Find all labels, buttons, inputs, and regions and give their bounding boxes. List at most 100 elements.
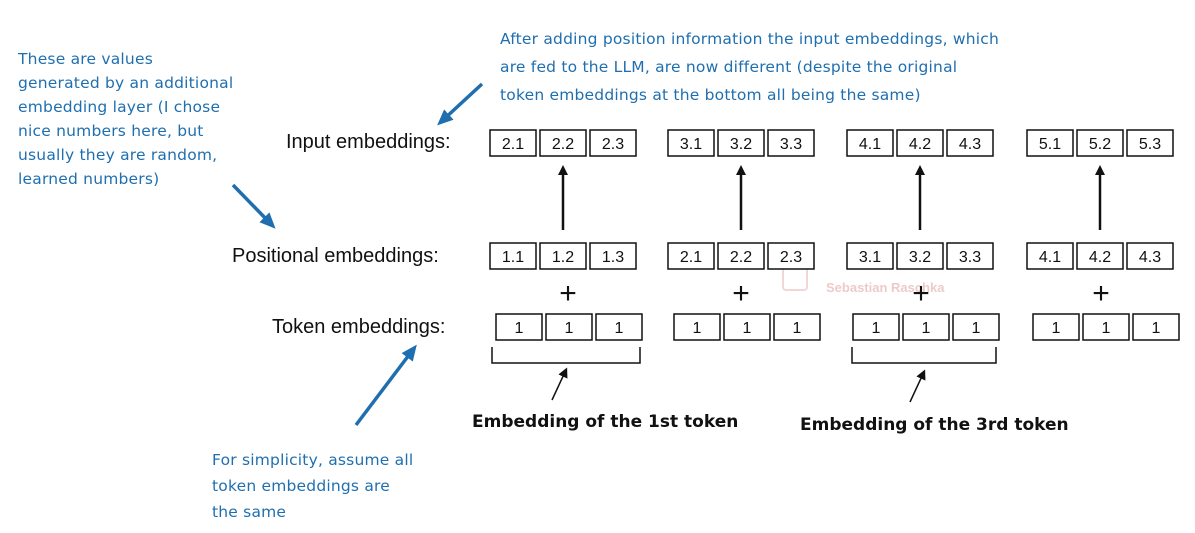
positional-embedding-value: 1.1 [502,249,524,266]
input-embedding-value: 5.1 [1039,136,1061,153]
token-embedding-cell [1082,313,1130,341]
input-embedding-cell [946,129,994,157]
positional-embedding-cell [1126,242,1174,270]
token-embedding-value: 1 [693,320,702,337]
token-embedding-value: 1 [793,320,802,337]
input-embedding-cell [1026,129,1074,157]
positional-embedding-cell [717,242,765,270]
token-embedding-cell [495,313,543,341]
positional-embedding-value: 4.3 [1139,249,1161,266]
caption-third-token: Embedding of the 3rd token [800,415,1069,435]
positional-note-line: nice numbers here, but [18,122,204,140]
token-embedding-value: 1 [872,320,881,337]
input-embedding-cell [767,129,815,157]
positional-note-arrow [231,183,276,229]
plus-sign: + [559,277,577,310]
token-embedding-cell [852,313,900,341]
input-embedding-value: 4.2 [909,136,931,153]
plus-sign: + [1092,277,1110,310]
input-note-line: token embeddings at the bottom all being… [500,86,921,104]
input-embedding-cell [539,129,587,157]
input-embedding-value: 2.2 [552,136,574,153]
plus-sign: + [732,277,750,310]
positional-note-line: embedding layer (I chose [18,98,221,116]
positional-embedding-value: 1.2 [552,249,574,266]
positional-embedding-cell [1076,242,1124,270]
positional-embedding-cell [667,242,715,270]
positional-embedding-value: 2.1 [680,249,702,266]
positional-embedding-cell [896,242,944,270]
positional-embedding-cell [589,242,637,270]
input-embedding-cell [846,129,894,157]
positional-embedding-value: 3.2 [909,249,931,266]
input-note: After adding position information the in… [500,25,999,109]
positional-note-line: usually they are random, [18,146,218,164]
positional-embedding-value: 3.1 [859,249,881,266]
token-embedding-value: 1 [1152,320,1161,337]
sum-arrows [558,165,1105,230]
positional-embedding-value: 4.1 [1039,249,1061,266]
input-embedding-value: 3.3 [780,136,802,153]
embedding-grid: 2.1 2.2 2.3 3.1 3.2 3.3 4.1 4.2 4.3 5.1 5.2 5.3 1.1 1… [489,129,1180,341]
caption-arrow-first [551,367,568,401]
positional-embedding-cell [539,242,587,270]
token-embedding-value: 1 [565,320,574,337]
input-embedding-value: 5.2 [1089,136,1111,153]
input-embedding-value: 2.1 [502,136,524,153]
token-note-line: the same [212,503,287,521]
input-embeddings-label: Input embeddings: [286,131,451,153]
input-embedding-value: 4.3 [959,136,981,153]
token-embedding-value: 1 [1052,320,1061,337]
positional-embedding-value: 2.2 [730,249,752,266]
positional-embedding-value: 1.3 [602,249,624,266]
positional-note-line: learned numbers) [18,170,160,188]
bracket-first-token [491,347,641,364]
token-embedding-cell [723,313,771,341]
token-embedding-cell [952,313,1000,341]
token-embedding-value: 1 [615,320,624,337]
token-embedding-value: 1 [515,320,524,337]
input-embedding-cell [667,129,715,157]
token-embedding-cell [673,313,721,341]
plus-sign: + [912,277,930,310]
positional-embedding-cell [846,242,894,270]
input-note-line: are fed to the LLM, are now different (d… [500,58,958,76]
caption-first-token: Embedding of the 1st token [472,412,739,432]
input-embedding-value: 5.3 [1139,136,1161,153]
token-embedding-cell [773,313,821,341]
token-note-line: For simplicity, assume all [212,451,414,469]
positional-embedding-cell [1026,242,1074,270]
bracket-third-token [851,347,997,364]
input-embedding-cell [1126,129,1174,157]
input-embedding-value: 3.2 [730,136,752,153]
positional-embedding-cell [767,242,815,270]
input-embedding-cell [489,129,537,157]
watermark-text: Sebastian Raschka [826,280,945,295]
token-embedding-cell [1032,313,1080,341]
positional-embedding-value: 2.3 [780,249,802,266]
input-note-arrow [437,82,484,126]
positional-embeddings-label: Positional embeddings: [232,245,439,267]
input-embedding-value: 3.1 [680,136,702,153]
positional-note-line: These are values [18,50,153,68]
positional-embedding-cell [489,242,537,270]
token-embedding-cell [1132,313,1180,341]
positional-note-line: generated by an additional [18,74,234,92]
token-embedding-value: 1 [922,320,931,337]
positional-embedding-cell [946,242,994,270]
token-embedding-cell [902,313,950,341]
token-embedding-cell [545,313,593,341]
positional-embedding-value: 3.3 [959,249,981,266]
token-embedding-value: 1 [972,320,981,337]
token-embeddings-label: Token embeddings: [272,316,446,338]
caption-arrow-third [909,369,926,403]
input-note-line: After adding position information the in… [500,30,1000,48]
input-embedding-value: 4.1 [859,136,881,153]
positional-embedding-value: 4.2 [1089,249,1111,266]
input-embedding-cell [1076,129,1124,157]
token-note: For simplicity, assume all token embeddi… [212,447,413,525]
token-embedding-value: 1 [743,320,752,337]
input-embedding-cell [717,129,765,157]
token-embedding-cell [595,313,643,341]
